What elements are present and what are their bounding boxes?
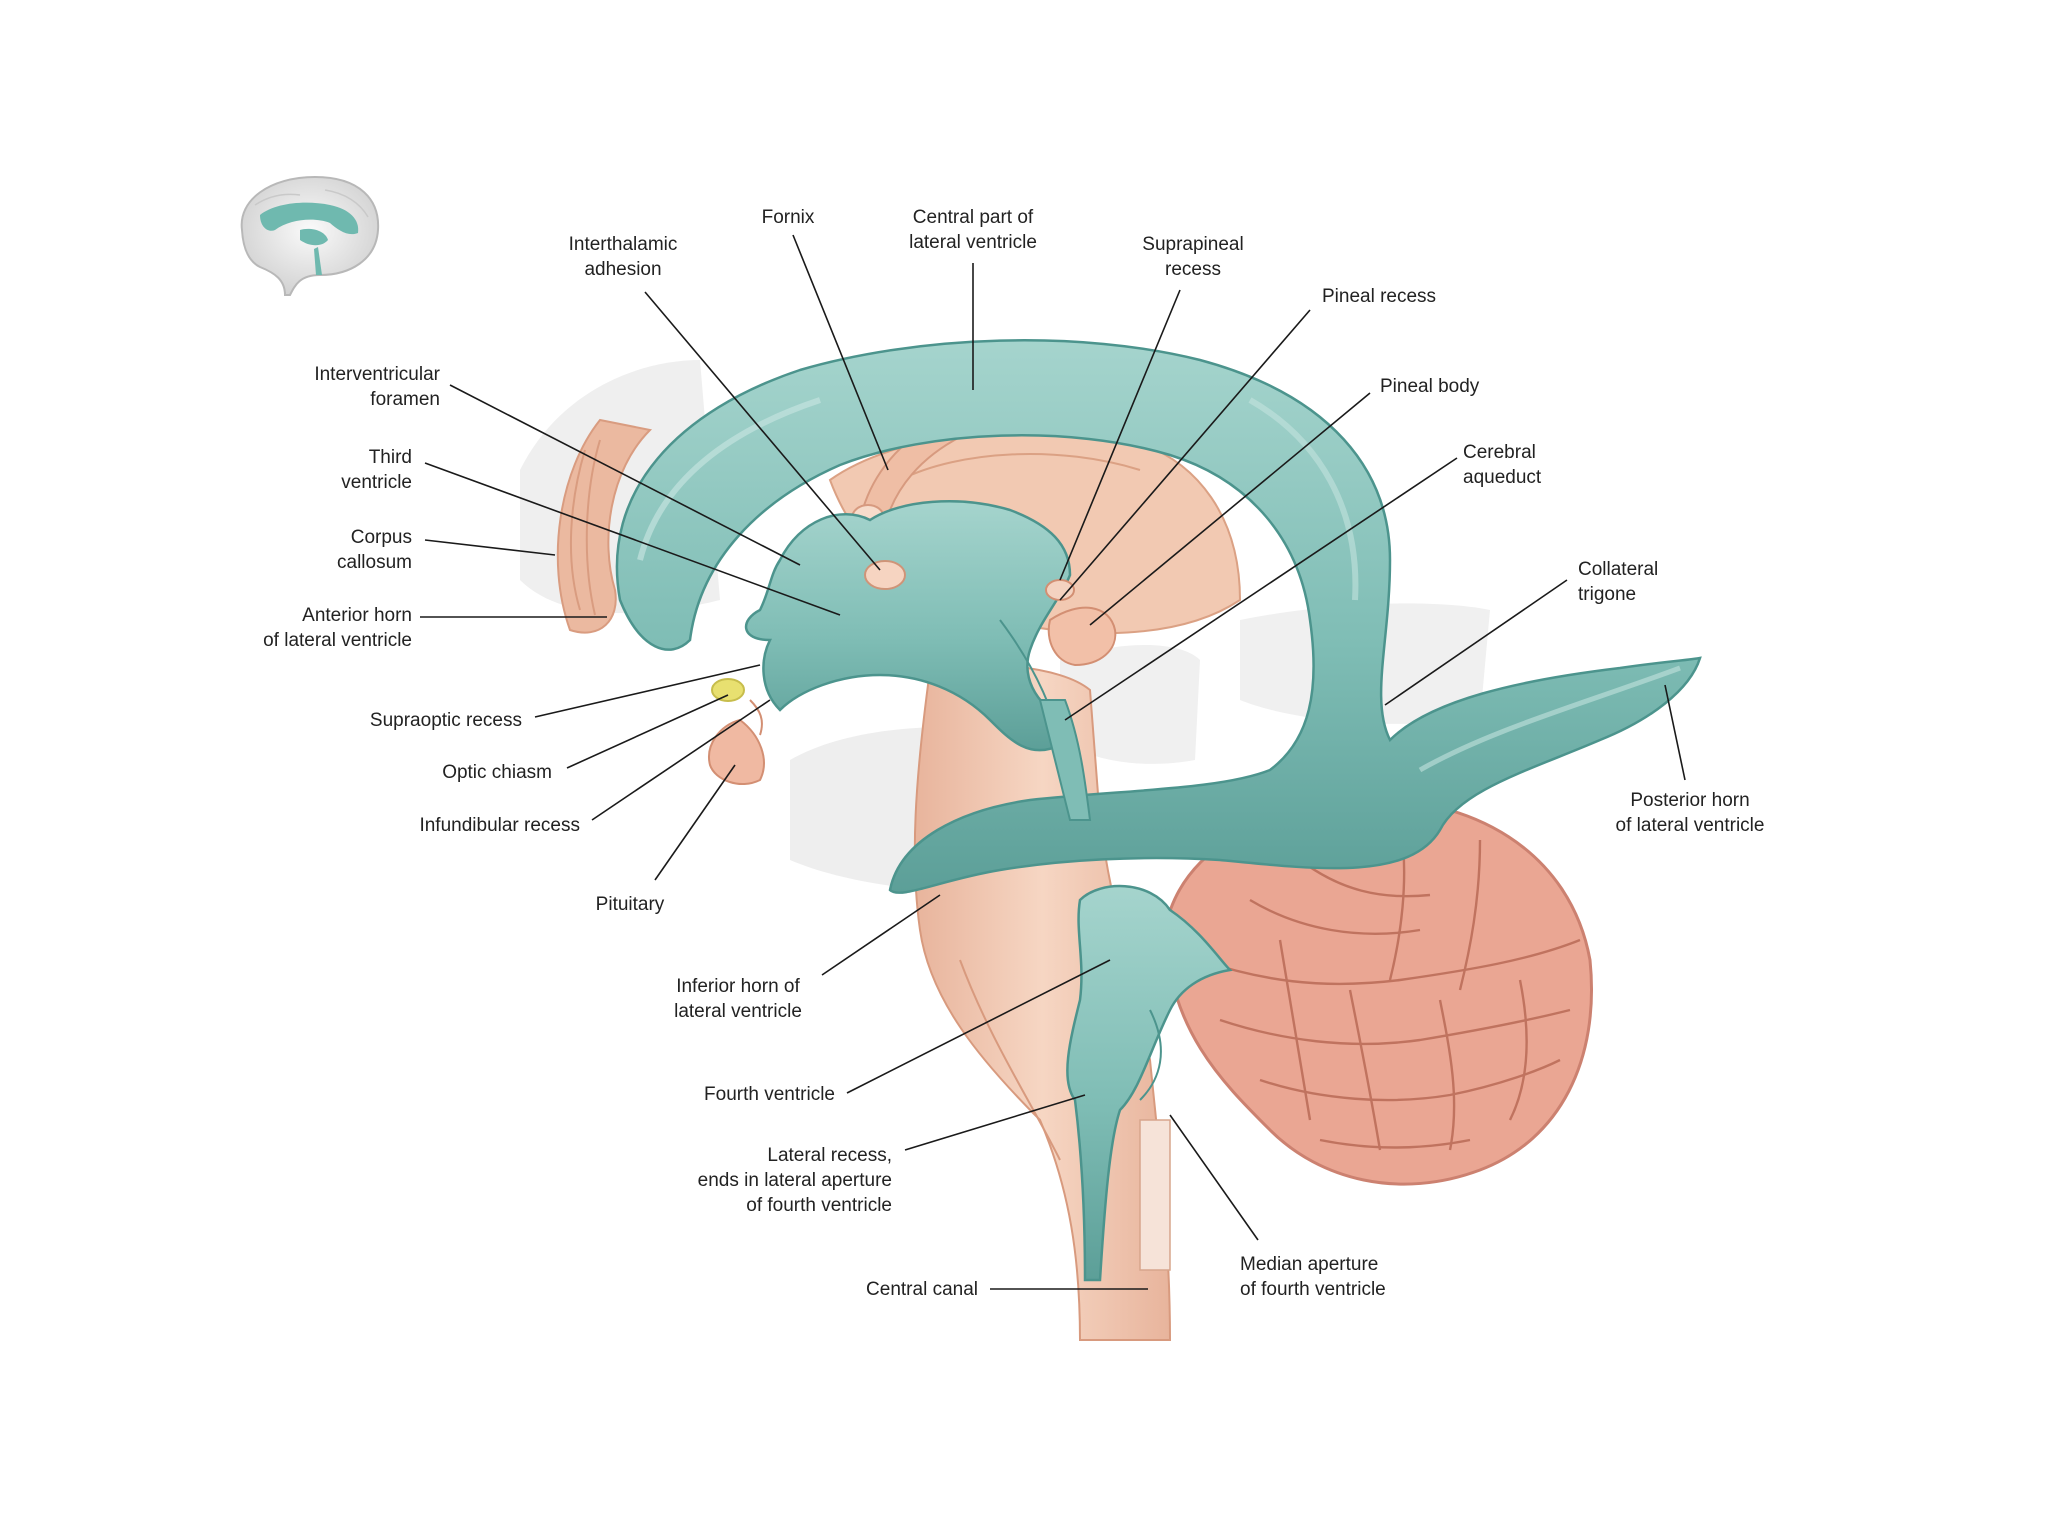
leader-pineal-recess: [1059, 309, 1311, 601]
third-ventricle: [744, 500, 1072, 752]
leader-fourth-ventricle: [846, 959, 1111, 1094]
leader-supraoptic-recess: [534, 664, 761, 718]
corpus-callosum: [556, 418, 653, 634]
median-aperture-shape: [1139, 1119, 1171, 1271]
label-fornix: Fornix: [762, 207, 815, 228]
label-fourth-ventricle: Fourth ventricle: [704, 1084, 835, 1105]
leader-suprapineal-recess: [1059, 289, 1181, 581]
pituitary-shape: [708, 718, 765, 785]
leader-cerebral-aqueduct: [1064, 457, 1458, 721]
optic-chiasm-shape: [711, 678, 745, 702]
label-pineal-body: Pineal body: [1380, 376, 1480, 397]
cerebellum: [1163, 798, 1593, 1186]
leader-interthalamic-adhesion: [644, 291, 881, 571]
leader-inferior-horn: [821, 894, 941, 976]
label-infundibular-recess: Infundibular recess: [419, 815, 580, 836]
leader-fornix: [792, 234, 889, 471]
lateral-ventricle: [615, 339, 1702, 894]
leader-third-ventricle: [424, 462, 841, 616]
label-optic-chiasm: Optic chiasm: [442, 762, 552, 783]
leader-infundibular-recess: [591, 699, 771, 821]
leader-posterior-horn: [1664, 684, 1686, 781]
leader-median-aperture: [1169, 1114, 1259, 1241]
leader-pituitary: [654, 764, 736, 881]
fourth-ventricle: [1066, 884, 1233, 1282]
leader-pineal-body: [1089, 392, 1371, 626]
leader-interventricular-foramen: [449, 384, 801, 566]
leader-corpus-callosum: [424, 539, 556, 556]
leader-lines: [420, 234, 1686, 1290]
cerebral-aqueduct: [1038, 699, 1092, 821]
brain-thumbnail-icon: [240, 175, 380, 296]
leader-optic-chiasm: [566, 694, 729, 769]
pineal-body: [1045, 579, 1117, 667]
hypothalamic-structures: [708, 678, 765, 785]
label-pineal-recess: Pineal recess: [1322, 286, 1436, 307]
label-pituitary: Pituitary: [596, 894, 665, 915]
leader-collateral-trigone: [1384, 579, 1568, 706]
leader-lateral-recess: [904, 1094, 1086, 1151]
label-central-canal: Central canal: [866, 1279, 978, 1300]
label-supraoptic-recess: Supraoptic recess: [370, 710, 522, 731]
